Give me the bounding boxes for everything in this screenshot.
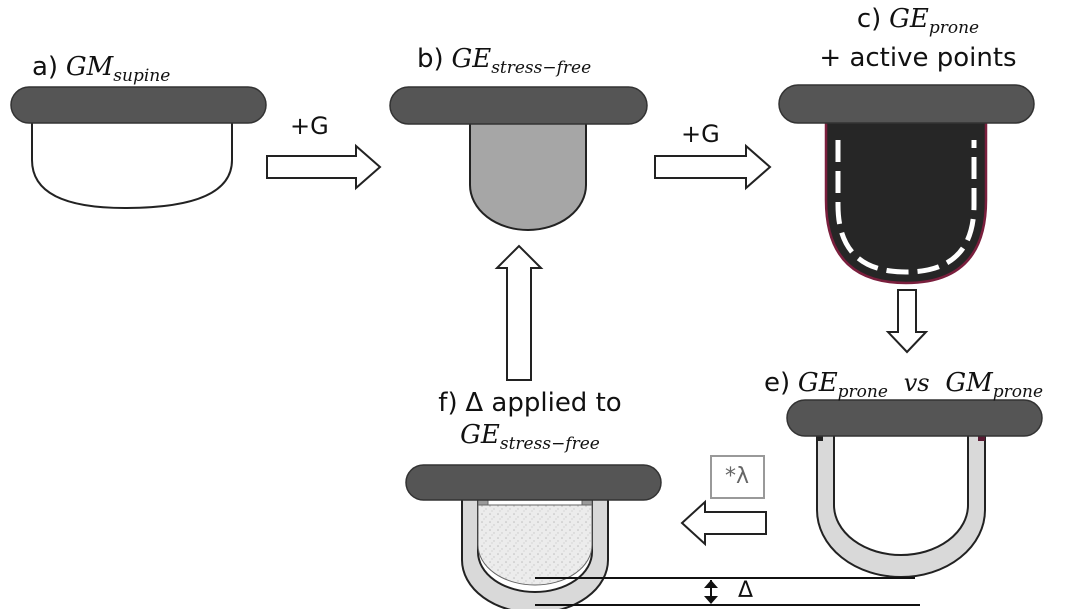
label-e: e) GEprone vs GMprone	[764, 368, 1043, 401]
plate-a	[10, 86, 267, 124]
label-e-subscript1: prone	[837, 382, 888, 402]
label-a-subscript: supine	[113, 66, 171, 86]
label-f-prefix: f)	[438, 388, 458, 418]
label-c-symbol: GE	[889, 4, 929, 34]
shape-c-prone	[778, 84, 1035, 285]
arrow-c-to-e	[885, 289, 929, 354]
delta-measurement	[535, 577, 920, 606]
label-b-subscript: stress−free	[491, 58, 592, 78]
arrow-b-to-c	[654, 143, 772, 191]
label-c-subscript: prone	[928, 18, 980, 38]
shape-b-stress-free	[389, 86, 648, 231]
arrow-bc-label: +G	[681, 120, 720, 148]
label-c-line2: + active points	[819, 43, 1017, 73]
label-e-subscript2: prone	[992, 382, 1044, 402]
active-points-outline	[835, 140, 977, 275]
arrow-ab-label: +G	[290, 112, 329, 140]
shape-a-supine	[10, 86, 267, 210]
label-e-prefix: e)	[764, 368, 791, 398]
label-f: f) Δ applied to GEstress−free	[400, 388, 660, 453]
label-f-line1: Δ applied to	[465, 388, 622, 418]
arrow-a-to-b	[266, 143, 382, 191]
label-a-prefix: a)	[32, 52, 59, 82]
plate-f	[405, 464, 662, 501]
plate-e	[786, 399, 1043, 437]
lambda-box	[710, 455, 765, 499]
shape-f-delta-applied	[405, 464, 662, 609]
label-c: c) GEprone + active points	[788, 4, 1048, 71]
label-a: a) GMsupine	[32, 52, 170, 85]
plate-c	[778, 84, 1035, 124]
label-f-subscript: stress−free	[499, 434, 600, 454]
label-e-vs: vs	[903, 369, 930, 397]
label-b-symbol: GE	[451, 44, 492, 74]
label-f-symbol: GE	[460, 420, 500, 450]
label-a-symbol: GM	[65, 52, 114, 82]
arrow-e-to-f	[680, 499, 767, 547]
shape-e-comparison	[786, 399, 1043, 578]
arrow-f-to-b	[494, 244, 544, 381]
label-b: b) GEstress−free	[417, 44, 591, 77]
plate-b	[389, 86, 648, 125]
label-e-symbol2: GM	[945, 368, 993, 398]
label-b-prefix: b)	[417, 44, 444, 74]
delta-label: Δ	[738, 578, 754, 603]
label-c-prefix: c)	[856, 4, 882, 34]
label-e-symbol1: GE	[797, 368, 838, 398]
lambda-label: *λ	[725, 464, 750, 489]
